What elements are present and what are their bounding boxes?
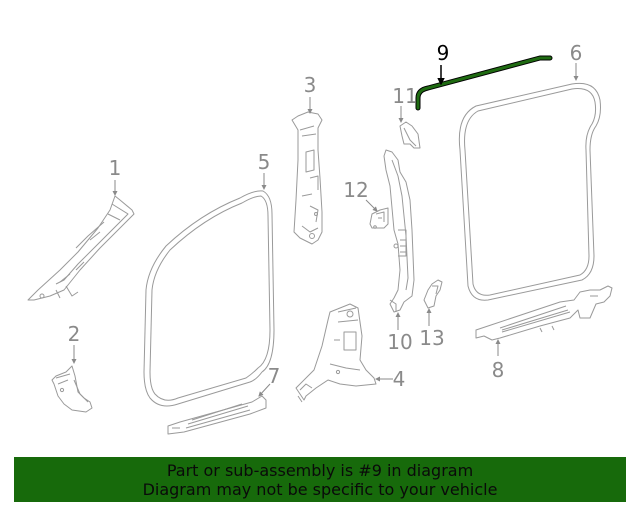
part-10-center-garnish[interactable] bbox=[383, 149, 415, 313]
callout-label-2[interactable]: 2 bbox=[67, 322, 81, 346]
part-12-clip-bracket[interactable] bbox=[369, 207, 389, 229]
callout-label-12[interactable]: 12 bbox=[343, 178, 369, 202]
part-7-front-scuff-plate[interactable] bbox=[167, 395, 267, 435]
part-13-lower-bracket[interactable] bbox=[423, 279, 443, 309]
info-banner: Part or sub-assembly is #9 in diagram Di… bbox=[14, 457, 626, 502]
callout-label-9[interactable]: 9 bbox=[436, 41, 450, 65]
callout-label-3[interactable]: 3 bbox=[303, 73, 317, 97]
callout-label-11[interactable]: 11 bbox=[392, 84, 418, 108]
callout-label-13[interactable]: 13 bbox=[419, 326, 445, 350]
part-5-front-door-weatherstrip[interactable] bbox=[143, 190, 275, 407]
part-6-rear-door-weatherstrip[interactable] bbox=[458, 82, 601, 301]
banner-part-notice: Part or sub-assembly is #9 in diagram bbox=[166, 461, 474, 480]
part-3-b-pillar-upper[interactable] bbox=[291, 111, 323, 245]
part-4-b-pillar-lower[interactable] bbox=[295, 303, 377, 403]
callout-arrow-12 bbox=[365, 199, 378, 212]
callout-arrow-7 bbox=[258, 383, 271, 397]
callout-label-1[interactable]: 1 bbox=[108, 156, 122, 180]
part-1-a-pillar-trim[interactable] bbox=[27, 195, 135, 301]
banner-disclaimer: Diagram may not be specific to your vehi… bbox=[142, 480, 498, 499]
callout-label-6[interactable]: 6 bbox=[569, 41, 583, 65]
callout-label-4[interactable]: 4 bbox=[392, 367, 406, 391]
part-2-kick-panel[interactable] bbox=[51, 365, 93, 413]
part-11-upper-bracket[interactable] bbox=[399, 121, 421, 149]
part-8-rear-scuff-plate[interactable] bbox=[475, 285, 613, 341]
callout-label-8[interactable]: 8 bbox=[491, 358, 505, 382]
part-9-roof-side-weatherstrip[interactable] bbox=[415, 55, 553, 111]
callout-label-10[interactable]: 10 bbox=[387, 330, 413, 354]
callout-label-7[interactable]: 7 bbox=[267, 364, 281, 388]
callout-label-5[interactable]: 5 bbox=[257, 150, 271, 174]
